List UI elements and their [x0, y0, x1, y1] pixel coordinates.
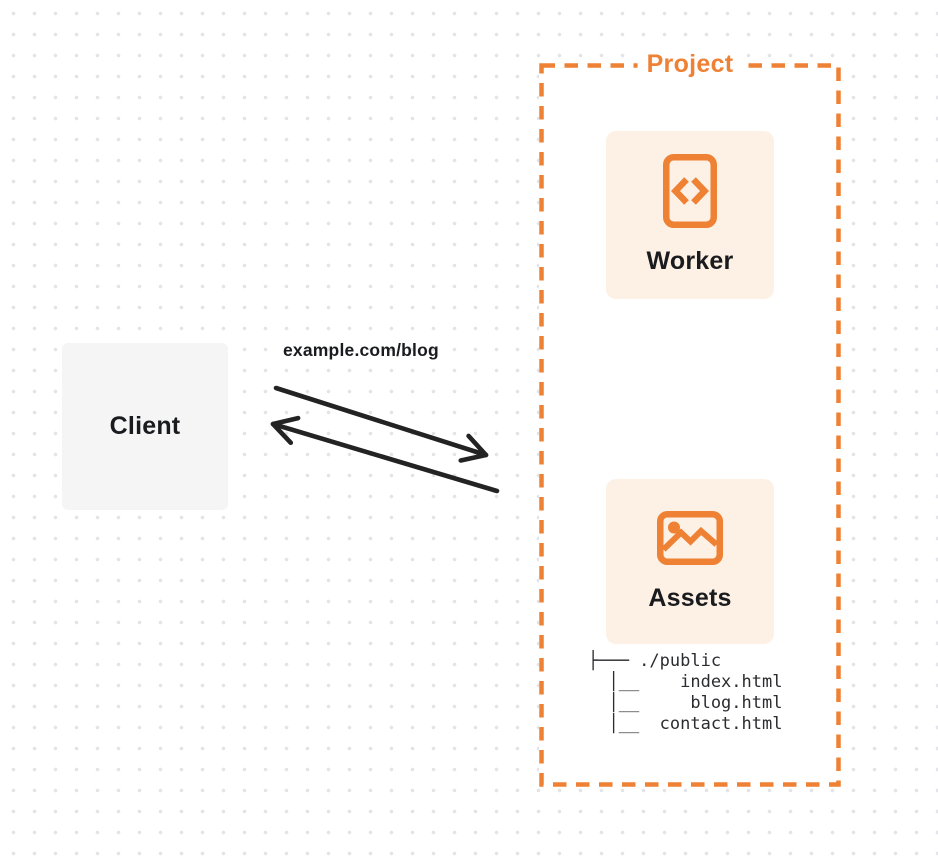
- project-label: Project: [637, 50, 743, 79]
- code-document-icon: [663, 154, 717, 228]
- assets-file-tree: ├─── ./public │__ index.html │__ blog.ht…: [588, 651, 783, 734]
- image-icon: [657, 510, 723, 565]
- client-node: Client: [62, 343, 228, 510]
- client-label: Client: [109, 412, 181, 440]
- worker-label: Worker: [646, 247, 734, 275]
- sun-dot: [668, 521, 680, 533]
- assets-label: Assets: [648, 583, 732, 612]
- response-arrow: [270, 415, 500, 494]
- request-url-label: example.com/blog: [283, 340, 439, 360]
- request-arrow: [273, 385, 489, 463]
- project-container: Project Worker Assets ├─── ./public │__ …: [539, 50, 841, 787]
- assets-node: Assets: [606, 479, 774, 644]
- worker-node: Worker: [606, 131, 774, 299]
